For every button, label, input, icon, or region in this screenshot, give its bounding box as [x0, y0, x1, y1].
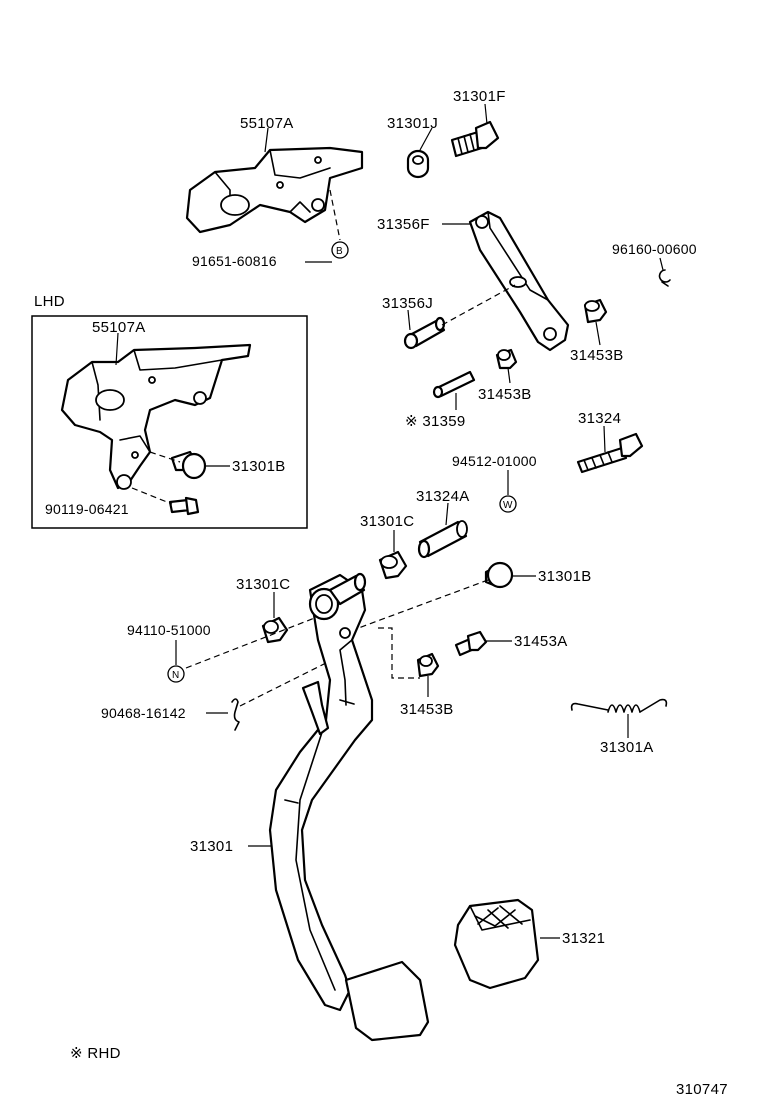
mark-w-letter: W	[503, 500, 513, 511]
label-94512-01000: 94512-01000	[452, 453, 537, 469]
bolt-31453a	[454, 630, 488, 657]
label-31301c-left: 31301C	[236, 576, 290, 593]
label-31453b-right: 31453B	[570, 347, 624, 364]
label-31301f: 31301F	[453, 88, 506, 105]
label-31324: 31324	[578, 410, 621, 427]
pedal-lever-31301	[268, 572, 374, 1012]
label-31356j: 31356J	[382, 295, 433, 312]
pedal-foot-plate	[344, 960, 430, 1042]
mark-w-circle	[499, 495, 517, 513]
bolt-31301f	[450, 120, 500, 158]
mark-n-letter: N	[172, 670, 179, 681]
figure-number: 310747	[676, 1081, 728, 1098]
label-31359: ※ 31359	[405, 413, 466, 430]
mark-n-circle	[167, 665, 185, 683]
cushion-31301b-right	[484, 561, 514, 589]
label-31301j: 31301J	[387, 115, 438, 132]
mark-b-circle	[331, 241, 349, 259]
label-31324a: 31324A	[416, 488, 470, 505]
label-31453b-middle: 31453B	[478, 386, 532, 403]
label-lhd-90119-06421: 90119-06421	[45, 501, 129, 517]
label-90468-16142: 90468-16142	[101, 705, 186, 721]
label-31301b-right: 31301B	[538, 568, 592, 585]
clip-90468	[231, 698, 240, 731]
bushing-31453b-lower	[416, 652, 440, 678]
clip-96160	[658, 269, 671, 287]
label-91651-60816: 91651-60816	[192, 253, 277, 269]
label-94110-51000: 94110-51000	[127, 622, 211, 638]
lhd-bracket-55107a	[60, 343, 252, 490]
bolt-31324	[576, 432, 644, 474]
lhd-bolt-90119	[168, 496, 200, 516]
spring-31301a	[570, 698, 668, 713]
label-lhd-31301b: 31301B	[232, 458, 286, 475]
lhd-cushion-31301b	[170, 450, 207, 480]
mark-b-letter: B	[336, 246, 343, 257]
collar-31301j	[406, 149, 430, 179]
label-31301: 31301	[190, 838, 233, 855]
bushing-31453b-right	[583, 298, 608, 324]
bushing-31301c-left	[261, 616, 289, 644]
label-31321: 31321	[562, 930, 605, 947]
lhd-inset: 55107A 31301B 90119-06421	[31, 315, 308, 529]
label-55107a: 55107A	[240, 115, 294, 132]
pedal-pad-31321	[453, 898, 540, 990]
link-31356f	[468, 210, 570, 352]
label-31453b-lower: 31453B	[400, 701, 454, 718]
label-31453a: 31453A	[514, 633, 568, 650]
collar-31324a	[417, 520, 468, 559]
bushing-31301c-upper	[378, 550, 408, 580]
label-96160-00600: 96160-00600	[612, 241, 697, 257]
label-31301a: 31301A	[600, 739, 654, 756]
pin-31356j	[403, 316, 446, 350]
label-31301c-upper: 31301C	[360, 513, 414, 530]
label-31356f: 31356F	[377, 216, 430, 233]
bushing-31453b-middle	[495, 348, 518, 370]
rhd-note: ※ RHD	[70, 1045, 121, 1062]
bracket-55107a	[185, 146, 364, 234]
lhd-title: LHD	[34, 293, 65, 310]
label-lhd-55107a: 55107A	[92, 319, 146, 336]
pin-31359	[432, 370, 476, 399]
